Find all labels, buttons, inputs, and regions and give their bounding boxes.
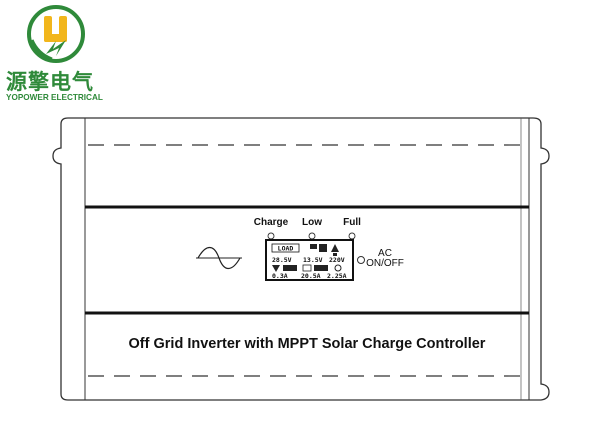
ac-label-line1: AC	[378, 248, 392, 259]
indicator-label: Low	[302, 217, 322, 228]
led-icon	[267, 232, 275, 240]
load-icon	[334, 264, 342, 272]
logo-name-cn: 源擎电气	[6, 70, 94, 94]
ac-power-button[interactable]	[357, 256, 365, 264]
indicator-label: Full	[343, 217, 361, 228]
indicator-label: Charge	[254, 217, 289, 228]
lcd-display: LOAD 28.5V 13.5V 220V 0.3A 20.5A 2.25A	[265, 239, 354, 281]
warning-icon	[331, 244, 339, 252]
battery-icon	[310, 244, 317, 249]
lcd-load: LOAD	[278, 245, 294, 253]
logo-name-en: YOPOWER ELECTRICAL	[6, 93, 103, 102]
lcd-value-pv-current: 0.3A	[272, 272, 288, 280]
logo-icon	[27, 5, 85, 63]
lcd-value-battery-current: 20.5A	[301, 272, 321, 280]
brand-logo: 源擎电气 YOPOWER ELECTRICAL	[0, 0, 120, 110]
led-icon	[308, 232, 316, 240]
product-title: Off Grid Inverter with MPPT Solar Charge…	[129, 336, 486, 352]
solar-icon	[272, 265, 280, 272]
ac-label-line2: ON/OFF	[366, 258, 404, 269]
lcd-value-ac-voltage: 220V	[329, 256, 345, 264]
lcd-value-pv-voltage: 28.5V	[272, 256, 292, 264]
lcd-value-load-current: 2.25A	[327, 272, 347, 280]
lcd-value-battery-voltage: 13.5V	[303, 256, 323, 264]
lcd-segment-icon	[319, 244, 327, 252]
led-icon	[348, 232, 356, 240]
